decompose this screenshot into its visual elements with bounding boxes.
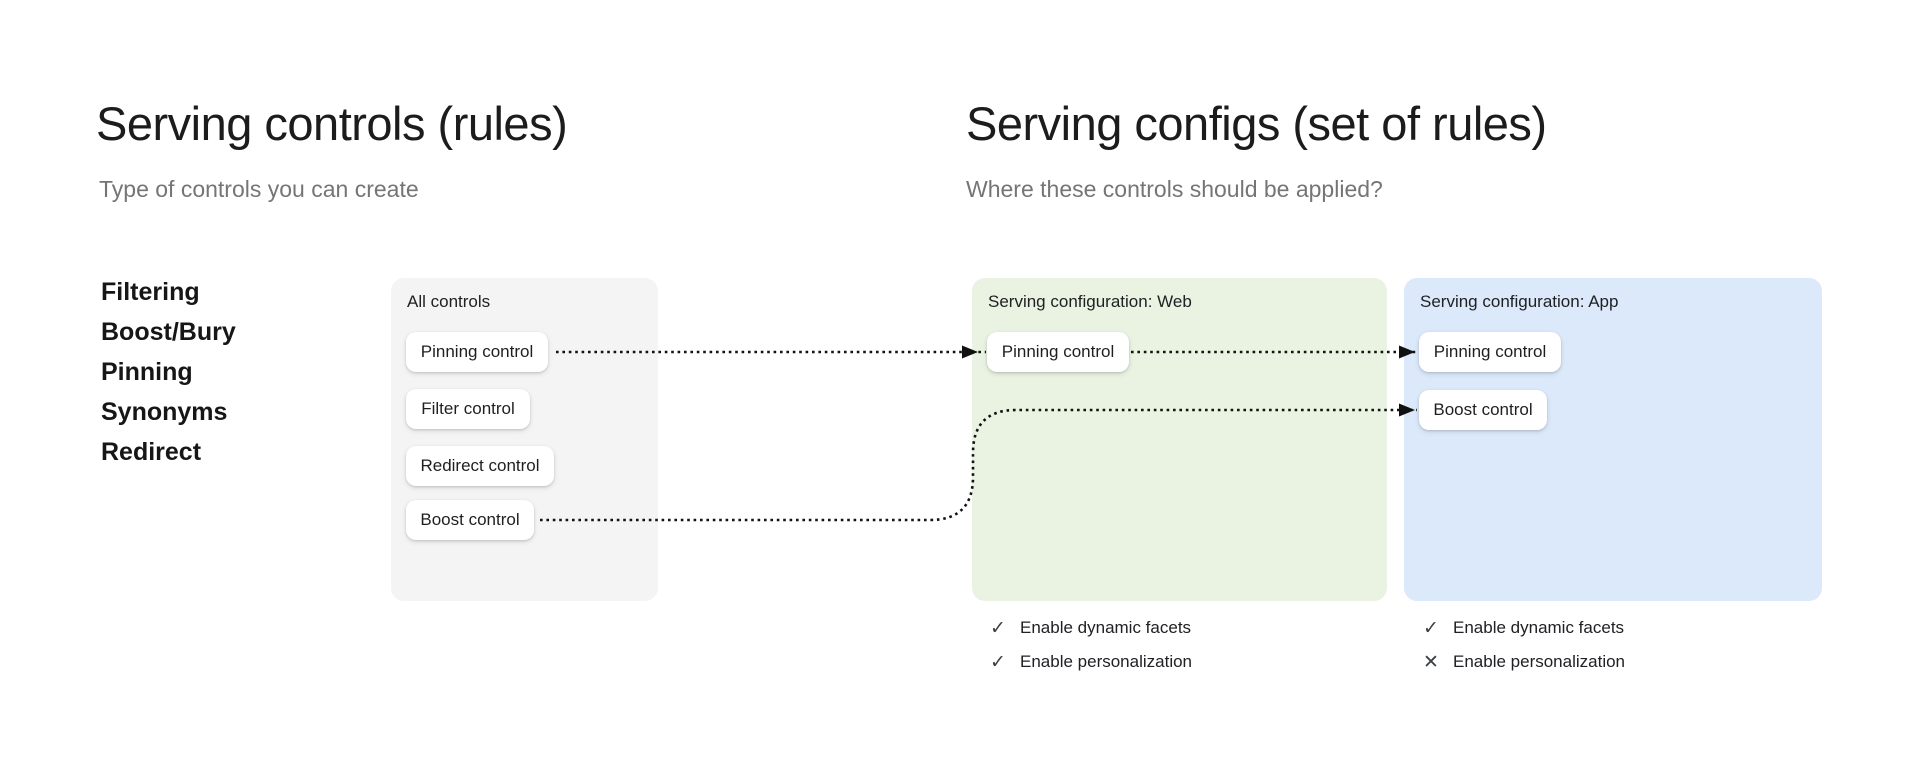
feature-label: Enable personalization	[1020, 652, 1193, 671]
check-icon: ✓	[990, 617, 1006, 639]
left-section-title: Serving controls (rules)	[96, 97, 568, 150]
feature-label: Enable dynamic facets	[1020, 618, 1192, 637]
all-controls-card: All controls Pinning control Filter cont…	[391, 278, 658, 601]
right-section-subtitle: Where these controls should be applied?	[966, 176, 1383, 202]
web-pinning-control-chip: Pinning control	[987, 332, 1129, 372]
feature-row: ✓ Enable personalization	[990, 651, 1192, 673]
check-icon: ✓	[990, 651, 1006, 673]
all-controls-card-title: All controls	[407, 292, 491, 311]
control-type-list: Filtering Boost/Bury Pinning Synonyms Re…	[101, 272, 236, 472]
app-pinning-control-chip: Pinning control	[1419, 332, 1561, 372]
feature-label: Enable personalization	[1453, 652, 1626, 671]
control-type-redirect: Redirect	[101, 438, 202, 466]
feature-label: Enable dynamic facets	[1453, 618, 1625, 637]
control-type-boost-bury: Boost/Bury	[101, 318, 236, 346]
redirect-control-chip: Redirect control	[406, 446, 554, 486]
control-type-filtering: Filtering	[101, 278, 200, 306]
check-icon: ✓	[1423, 617, 1439, 639]
app-config-card-title: Serving configuration: App	[1420, 292, 1619, 311]
web-config-features: ✓ Enable dynamic facets ✓ Enable persona…	[990, 617, 1192, 673]
feature-row: ✕ Enable personalization	[1423, 651, 1625, 673]
control-type-pinning: Pinning	[101, 358, 193, 386]
app-boost-control-chip: Boost control	[1419, 390, 1547, 430]
boost-control-chip: Boost control	[406, 500, 534, 540]
right-section-title: Serving configs (set of rules)	[966, 97, 1547, 150]
pinning-control-chip: Pinning control	[406, 332, 548, 372]
left-section-subtitle: Type of controls you can create	[99, 176, 419, 202]
web-config-card-title: Serving configuration: Web	[988, 292, 1192, 311]
app-config-card: Serving configuration: App Pinning contr…	[1404, 278, 1822, 601]
feature-row: ✓ Enable dynamic facets	[990, 617, 1192, 639]
control-type-synonyms: Synonyms	[101, 398, 228, 426]
web-config-card: Serving configuration: Web Pinning contr…	[972, 278, 1387, 601]
filter-control-chip: Filter control	[406, 389, 530, 429]
app-config-features: ✓ Enable dynamic facets ✕ Enable persona…	[1423, 617, 1625, 673]
x-icon: ✕	[1423, 651, 1439, 673]
feature-row: ✓ Enable dynamic facets	[1423, 617, 1625, 639]
